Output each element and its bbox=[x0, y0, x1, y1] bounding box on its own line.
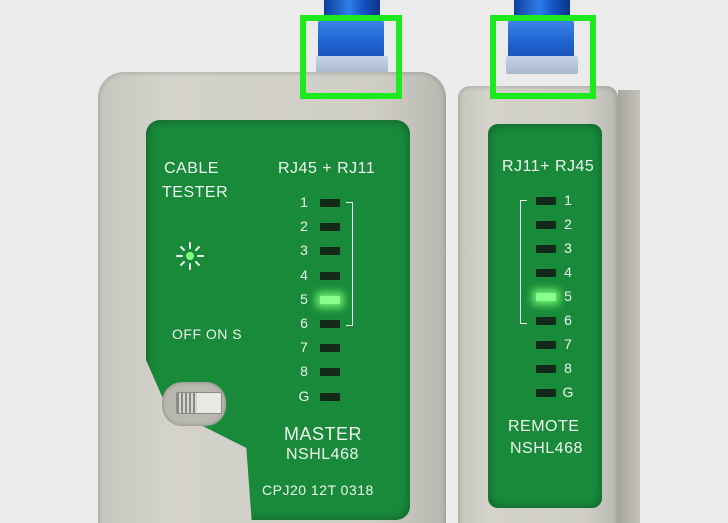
master-plug-tip bbox=[316, 56, 388, 74]
led-row: 5 bbox=[294, 289, 354, 311]
led-label: 4 bbox=[300, 266, 308, 283]
led-row: 1 bbox=[532, 190, 592, 212]
led-lit bbox=[320, 295, 340, 304]
led bbox=[320, 368, 340, 377]
led-label: 5 bbox=[564, 288, 572, 304]
led-label: 4 bbox=[564, 264, 572, 280]
led-label: G bbox=[562, 384, 574, 400]
led bbox=[320, 392, 340, 401]
led-label: 2 bbox=[564, 216, 572, 232]
remote-port-label: RJ11+ RJ45 bbox=[502, 158, 595, 175]
led-row: G bbox=[294, 386, 354, 408]
master-code: CPJ20 12T 0318 bbox=[262, 482, 374, 498]
power-label: OFF ON S bbox=[172, 326, 243, 342]
led bbox=[536, 365, 556, 373]
led-row: 4 bbox=[294, 265, 354, 287]
led-label: 2 bbox=[300, 218, 308, 235]
led bbox=[536, 245, 556, 253]
led-row: 7 bbox=[294, 337, 354, 359]
switch-knob[interactable] bbox=[177, 393, 197, 413]
power-switch[interactable] bbox=[176, 392, 222, 414]
remote-connector-highlight bbox=[490, 15, 596, 99]
led bbox=[320, 223, 340, 232]
led-label: 1 bbox=[300, 194, 308, 210]
led-row: 3 bbox=[532, 238, 592, 260]
led bbox=[320, 247, 340, 256]
remote-plug-tip bbox=[506, 56, 578, 74]
led bbox=[320, 271, 340, 280]
led-label: 6 bbox=[564, 312, 572, 328]
led bbox=[536, 197, 556, 205]
led-row: 6 bbox=[532, 310, 592, 332]
led-row: 8 bbox=[294, 361, 354, 383]
led-label: 7 bbox=[300, 339, 308, 356]
led bbox=[536, 269, 556, 277]
remote-bracket bbox=[520, 200, 527, 324]
remote-plug bbox=[508, 20, 574, 58]
led-label: 3 bbox=[300, 242, 308, 259]
led-label: 6 bbox=[300, 315, 308, 331]
led bbox=[320, 320, 340, 328]
led-row: 8 bbox=[532, 358, 592, 380]
master-connector-highlight bbox=[300, 15, 402, 99]
master-name: MASTER bbox=[284, 424, 363, 444]
led-row: 2 bbox=[532, 214, 592, 236]
led-row: 1 bbox=[294, 192, 354, 214]
led-label: 7 bbox=[564, 336, 572, 352]
led-row: 2 bbox=[294, 216, 354, 238]
led-label: 1 bbox=[564, 192, 572, 208]
master-plug bbox=[318, 20, 384, 58]
led bbox=[536, 341, 556, 349]
led-row: 6 bbox=[294, 313, 354, 335]
master-model: NSHL468 bbox=[286, 446, 359, 463]
led-label: G bbox=[298, 387, 310, 404]
master-bracket bbox=[346, 202, 353, 326]
led-label: 5 bbox=[300, 290, 308, 307]
led bbox=[320, 199, 340, 207]
master-port-label: RJ45 + RJ11 bbox=[278, 160, 376, 177]
led-row: 3 bbox=[294, 240, 354, 262]
side-rail bbox=[618, 90, 640, 523]
led-row: G bbox=[532, 382, 592, 404]
led bbox=[536, 389, 556, 397]
led-row: 4 bbox=[532, 262, 592, 284]
remote-panel bbox=[488, 124, 602, 508]
led-label: 8 bbox=[564, 360, 572, 376]
led-lit bbox=[536, 293, 556, 301]
remote-model: NSHL468 bbox=[510, 440, 583, 457]
master-title-line1: CABLE bbox=[164, 160, 219, 177]
led bbox=[536, 221, 556, 229]
sun-indicator-icon bbox=[176, 242, 204, 270]
led-label: 3 bbox=[564, 240, 572, 256]
master-title-line2: TESTER bbox=[162, 184, 229, 201]
remote-name: REMOTE bbox=[508, 418, 580, 435]
led-label: 8 bbox=[300, 363, 308, 380]
led bbox=[536, 317, 556, 325]
led-row: 5 bbox=[532, 286, 592, 308]
led bbox=[320, 344, 340, 353]
led-row: 7 bbox=[532, 334, 592, 356]
